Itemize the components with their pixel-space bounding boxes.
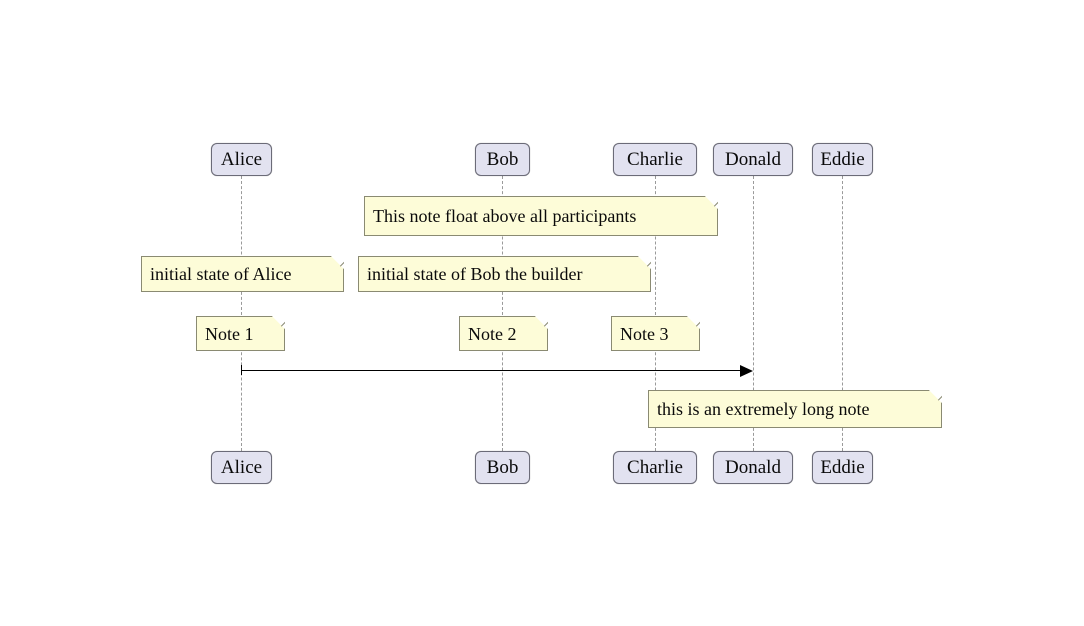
participant-label: Charlie bbox=[627, 149, 683, 170]
participant-label: Charlie bbox=[627, 457, 683, 478]
note-note-over-all[interactable]: This note float above all participants bbox=[364, 196, 718, 236]
participant-label: Alice bbox=[220, 149, 263, 170]
note-text: This note float above all participants bbox=[373, 206, 637, 226]
participant-header-alice[interactable]: Alice bbox=[211, 143, 272, 176]
note-text: initial state of Bob the builder bbox=[367, 264, 583, 284]
note-note-bob-initial[interactable]: initial state of Bob the builder bbox=[358, 256, 651, 292]
participant-label: Bob bbox=[486, 149, 519, 170]
participant-header-eddie[interactable]: Eddie bbox=[812, 143, 873, 176]
participant-header-bob[interactable]: Bob bbox=[475, 143, 530, 176]
participant-footer-charlie[interactable]: Charlie bbox=[613, 451, 697, 484]
participant-label: Donald bbox=[725, 149, 781, 170]
note-note-1[interactable]: Note 1 bbox=[196, 316, 285, 351]
note-body bbox=[141, 256, 344, 292]
participant-label: Eddie bbox=[820, 457, 865, 478]
message-arrowhead-alice-to-donald bbox=[740, 365, 753, 377]
message-line-alice-to-donald[interactable] bbox=[241, 370, 741, 371]
note-text: initial state of Alice bbox=[150, 264, 292, 284]
note-body bbox=[648, 390, 942, 428]
participant-label: Donald bbox=[725, 457, 781, 478]
lifeline-alice bbox=[241, 176, 242, 451]
participant-label: Alice bbox=[220, 457, 263, 478]
note-text: Note 3 bbox=[620, 323, 669, 344]
note-note-3[interactable]: Note 3 bbox=[611, 316, 700, 351]
note-text: Note 1 bbox=[205, 323, 254, 344]
participant-header-charlie[interactable]: Charlie bbox=[613, 143, 697, 176]
note-body bbox=[358, 256, 651, 292]
lifeline-donald bbox=[753, 176, 754, 451]
note-note-long[interactable]: this is an extremely long note bbox=[648, 390, 942, 428]
note-text: Note 2 bbox=[468, 323, 517, 344]
lifeline-bob bbox=[502, 176, 503, 451]
participant-header-donald[interactable]: Donald bbox=[713, 143, 793, 176]
participant-label: Bob bbox=[486, 457, 519, 478]
note-note-2[interactable]: Note 2 bbox=[459, 316, 548, 351]
lifeline-eddie bbox=[842, 176, 843, 451]
participant-footer-donald[interactable]: Donald bbox=[713, 451, 793, 484]
note-text: this is an extremely long note bbox=[657, 399, 870, 419]
participant-footer-bob[interactable]: Bob bbox=[475, 451, 530, 484]
note-body bbox=[364, 196, 718, 236]
participant-label: Eddie bbox=[820, 149, 865, 170]
note-note-alice-initial[interactable]: initial state of Alice bbox=[141, 256, 344, 292]
participant-footer-alice[interactable]: Alice bbox=[211, 451, 272, 484]
lifeline-charlie bbox=[655, 176, 656, 451]
participant-footer-eddie[interactable]: Eddie bbox=[812, 451, 873, 484]
